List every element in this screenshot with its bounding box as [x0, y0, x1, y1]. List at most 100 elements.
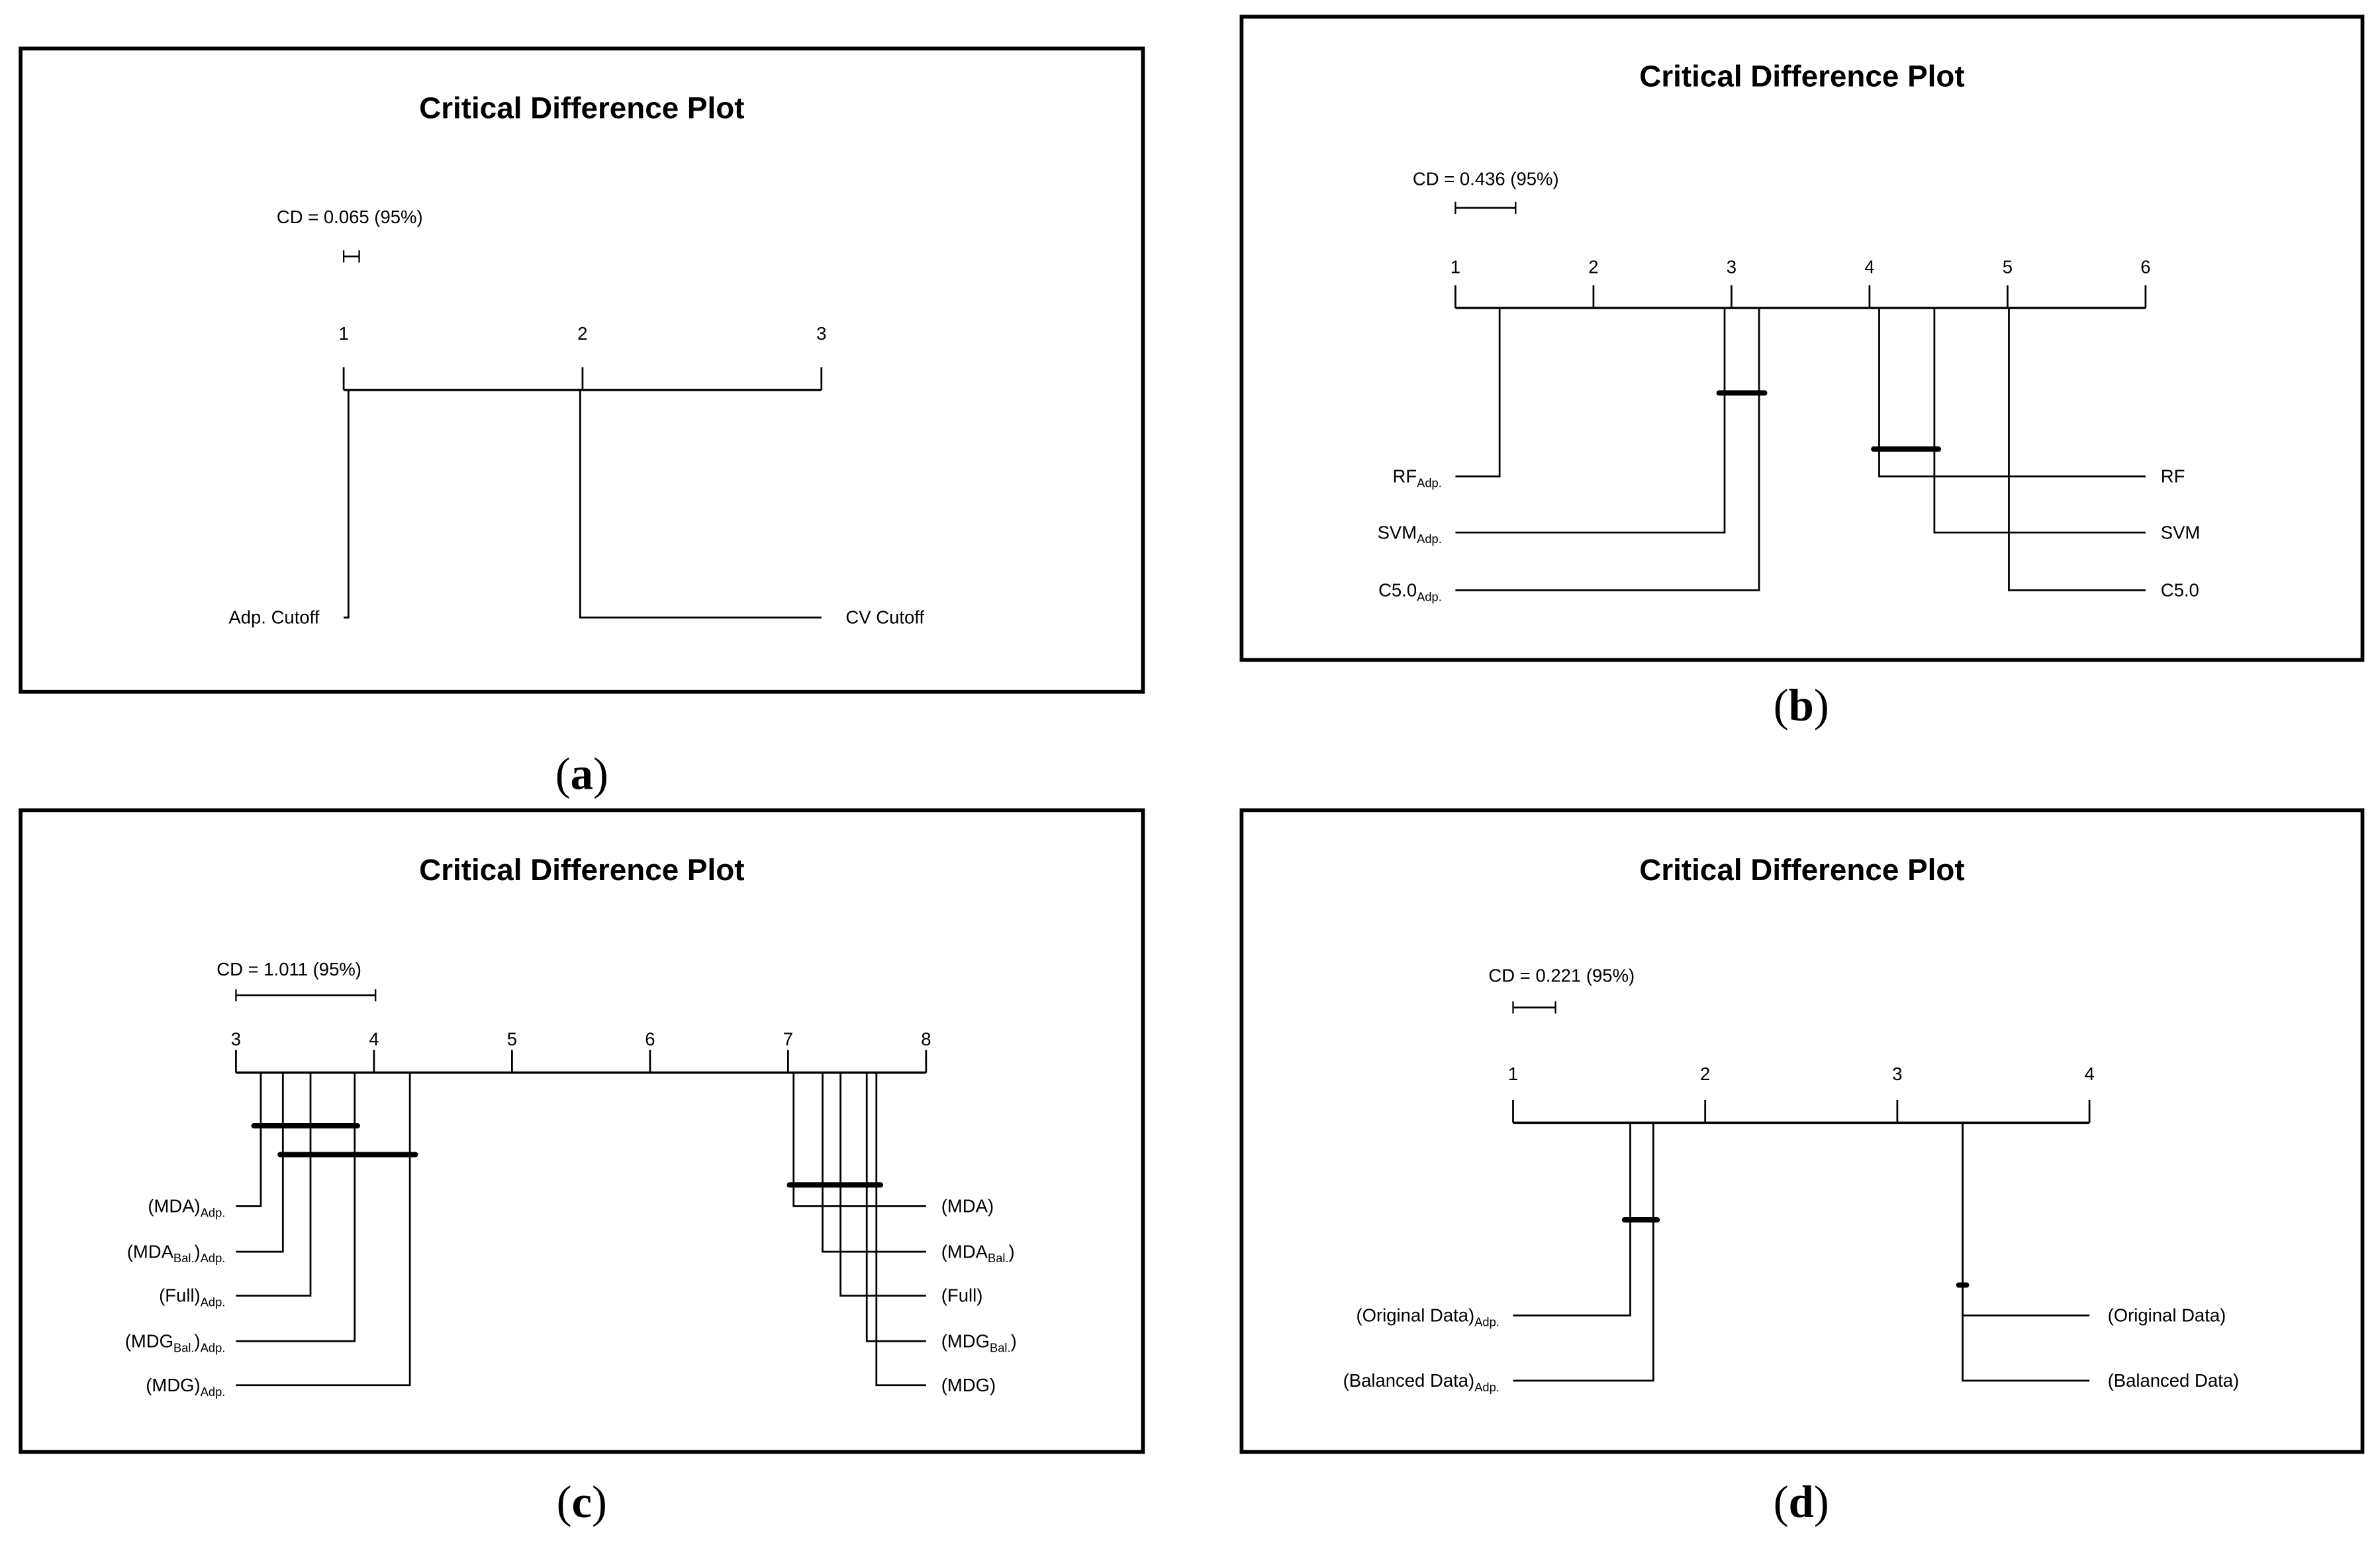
tick-label: 1	[1451, 256, 1460, 277]
label-text: (Original Data)	[2108, 1305, 2226, 1326]
method-label-left: SVMAdp.	[1378, 522, 1442, 546]
method-label-left: (MDA)Adp.	[148, 1196, 225, 1220]
method-label-right: (Balanced Data)	[2108, 1370, 2240, 1391]
method-label-right: (Original Data)	[2108, 1305, 2226, 1326]
method-connector	[1878, 308, 2146, 477]
caption-paren: )	[1814, 680, 1829, 730]
cd-label: CD = 0.436 (95%)	[1413, 169, 1559, 189]
label-subscript: Adp.	[1474, 1315, 1499, 1328]
label-text: (Full)	[159, 1285, 201, 1306]
method-connector	[1455, 308, 1726, 534]
label-text: RF	[1393, 466, 1417, 487]
tick-label: 3	[1892, 1064, 1902, 1084]
tick-label: 4	[369, 1029, 379, 1050]
caption-paren: (	[1774, 680, 1789, 730]
label-subscript: Adp.	[201, 1205, 226, 1219]
caption-paren: )	[592, 1477, 607, 1527]
cd-label: CD = 0.221 (95%)	[1488, 965, 1635, 985]
method-connector	[1455, 308, 1760, 591]
method-label-right: (MDG)	[941, 1375, 996, 1395]
method-connector	[1513, 1122, 1631, 1317]
method-connector	[1513, 1122, 1654, 1382]
method-connector	[1962, 1122, 2090, 1382]
label-text: C5.0	[2161, 579, 2199, 600]
panel-caption: (a)	[555, 748, 608, 799]
label-text: )	[195, 1241, 201, 1262]
cd-plot-panel-a: Critical Difference Plot CD = 0.065 (95%)…	[19, 46, 1145, 799]
tick-label: 3	[231, 1029, 241, 1050]
label-text: (MDA)	[148, 1196, 200, 1217]
method-connector	[792, 1072, 926, 1207]
tick-label: 3	[816, 323, 826, 344]
label-subscript: Adp.	[1474, 1380, 1499, 1394]
label-text: Adp. Cutoff	[228, 607, 319, 628]
caption-paren: )	[1814, 1477, 1829, 1527]
method-label-left: (Full)Adp.	[159, 1285, 225, 1309]
label-subscript: Adp.	[201, 1385, 226, 1399]
tick-label: 6	[645, 1029, 655, 1050]
method-connector	[822, 1072, 926, 1253]
chart-title: Critical Difference Plot	[419, 91, 744, 125]
panel-frame	[1239, 15, 2365, 662]
chart-title: Critical Difference Plot	[1639, 853, 1964, 887]
tick-label: 6	[2140, 256, 2150, 277]
label-text: (MDA	[941, 1241, 988, 1262]
method-connector	[1933, 308, 2146, 534]
label-text: (Original Data)	[1356, 1305, 1474, 1326]
caption-letter: b	[1789, 680, 1814, 730]
tick-label: 5	[2003, 256, 2013, 277]
method-connector	[839, 1072, 926, 1297]
caption-paren: (	[557, 1477, 572, 1527]
label-text: )	[1011, 1330, 1017, 1351]
label-text: (MDG	[125, 1330, 173, 1351]
label-subscript: Bal.	[988, 1251, 1009, 1265]
label-text: (MDA	[127, 1241, 174, 1262]
label-text: SVM	[2161, 522, 2201, 542]
tick-label: 2	[1700, 1064, 1710, 1084]
tick-label: 2	[1588, 256, 1598, 277]
method-label-left: (Balanced Data)Adp.	[1343, 1370, 1499, 1394]
tick-label: 4	[2084, 1064, 2094, 1084]
panel-frame	[19, 46, 1145, 694]
caption-letter: a	[571, 748, 593, 799]
chart-title: Critical Difference Plot	[1639, 60, 1964, 93]
label-subscript: Adp.	[201, 1251, 226, 1265]
method-label-left: (MDG)Adp.	[146, 1375, 225, 1399]
method-connector	[236, 1072, 356, 1342]
panel-caption: (d)	[1774, 1477, 1829, 1527]
label-text: (Full)	[941, 1285, 983, 1306]
caption-paren: (	[555, 748, 571, 799]
method-connector	[344, 389, 350, 619]
tick-label: 1	[1508, 1064, 1518, 1084]
label-text: )	[1009, 1241, 1015, 1262]
label-text: SVM	[1378, 522, 1417, 542]
tick-label: 1	[338, 323, 348, 344]
method-label-left: Adp. Cutoff	[228, 607, 319, 628]
label-text: (MDG)	[146, 1375, 200, 1395]
panel-frame	[1239, 808, 2365, 1454]
label-subscript: Adp.	[1417, 589, 1442, 603]
method-connector	[2008, 308, 2146, 591]
label-text: (Balanced Data)	[2108, 1370, 2240, 1391]
panel-caption: (c)	[557, 1477, 607, 1527]
method-connector	[579, 389, 822, 619]
tick-label: 4	[1864, 256, 1874, 277]
label-text: (MDG	[941, 1330, 990, 1351]
method-label-left: (MDGBal.)Adp.	[125, 1330, 226, 1354]
label-subscript: Adp.	[1417, 475, 1442, 489]
method-label-right: (MDA)	[941, 1196, 994, 1217]
method-label-left: C5.0Adp.	[1378, 579, 1442, 603]
caption-letter: c	[572, 1477, 593, 1527]
method-label-right: C5.0	[2161, 579, 2199, 600]
label-text: (MDG)	[941, 1375, 996, 1395]
method-connector	[875, 1072, 926, 1387]
cd-plot-panel-b: Critical Difference Plot CD = 0.436 (95%)…	[1239, 15, 2365, 730]
label-text: RF	[2161, 466, 2185, 487]
cd-label: CD = 0.065 (95%)	[277, 207, 423, 227]
method-label-right: RF	[2161, 466, 2185, 487]
label-subscript: Adp.	[201, 1340, 226, 1354]
method-connector	[236, 1072, 411, 1387]
